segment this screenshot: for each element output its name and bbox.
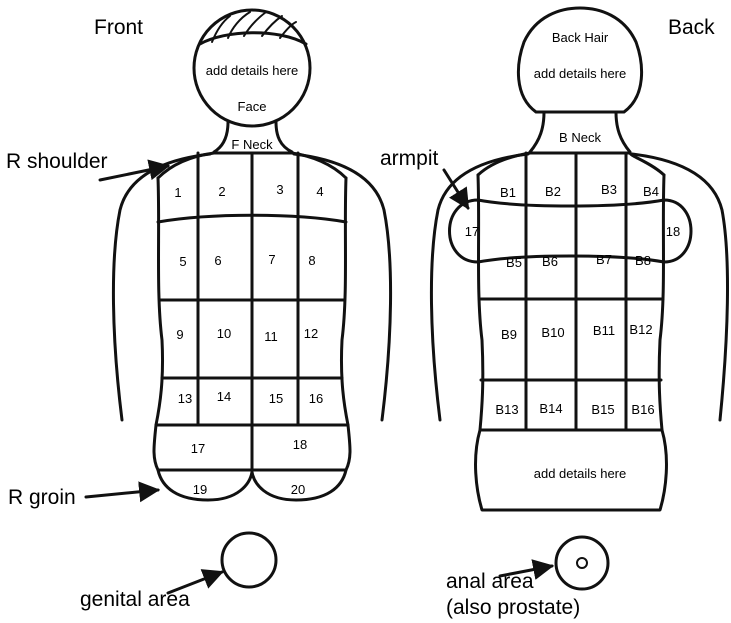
front-neck-label: F Neck [231, 137, 273, 152]
back-figure [431, 8, 727, 510]
front-region-5[interactable]: 5 [179, 254, 186, 269]
back-region-b1[interactable]: B1 [500, 185, 516, 200]
back-region-b11[interactable]: B11 [593, 323, 615, 338]
back-region-b6[interactable]: B6 [542, 254, 558, 269]
front-region-14[interactable]: 14 [217, 389, 231, 404]
front-region-11[interactable]: 11 [264, 329, 278, 344]
genital-area-label: genital area [80, 588, 190, 611]
back-torso-outline [476, 175, 667, 510]
back-region-b14[interactable]: B14 [539, 401, 562, 416]
front-region-4[interactable]: 4 [316, 184, 323, 199]
back-hair-label: Back Hair [552, 30, 609, 45]
front-region-17[interactable]: 17 [191, 441, 205, 456]
front-face-label: Face [238, 99, 267, 114]
back-region-b12[interactable]: B12 [629, 322, 652, 337]
back-title: Back [668, 16, 715, 39]
back-region-b13[interactable]: B13 [495, 402, 518, 417]
back-armpit-band[interactable] [450, 200, 692, 262]
front-region-7[interactable]: 7 [268, 252, 275, 267]
front-region-19[interactable]: 19 [193, 482, 207, 497]
back-neck-label: B Neck [559, 130, 601, 145]
front-figure [113, 10, 390, 500]
anal-area-label: anal area [446, 570, 534, 593]
anal-area-circle[interactable] [556, 537, 608, 589]
front-region-20[interactable]: 20 [291, 482, 305, 497]
front-region-13[interactable]: 13 [178, 391, 192, 406]
back-region-b2[interactable]: B2 [545, 184, 561, 199]
anal-area-inner-circle [577, 558, 587, 568]
back-region-b8[interactable]: B8 [635, 253, 651, 268]
back-region-b16[interactable]: B16 [631, 402, 654, 417]
front-region-12[interactable]: 12 [304, 326, 318, 341]
back-head-outline[interactable] [518, 8, 641, 112]
front-head-text: add details here [206, 63, 299, 78]
genital-area-circle[interactable] [222, 533, 276, 587]
front-region-2[interactable]: 2 [218, 184, 225, 199]
front-region-18[interactable]: 18 [293, 437, 307, 452]
back-region-b9[interactable]: B9 [501, 327, 517, 342]
front-region-6[interactable]: 6 [214, 253, 221, 268]
back-region-b5[interactable]: B5 [506, 255, 522, 270]
back-armpit-right-label: 18 [666, 224, 680, 239]
front-region-9[interactable]: 9 [176, 327, 183, 342]
back-head-text: add details here [534, 66, 627, 81]
front-region-3[interactable]: 3 [276, 182, 283, 197]
r-groin-label: R groin [8, 486, 76, 509]
front-region-10[interactable]: 10 [217, 326, 231, 341]
front-region-1[interactable]: 1 [174, 185, 181, 200]
front-region-8[interactable]: 8 [308, 253, 315, 268]
back-region-b4[interactable]: B4 [643, 184, 659, 199]
r-groin-arrow [86, 490, 158, 497]
r-shoulder-label: R shoulder [6, 150, 108, 173]
front-title: Front [94, 16, 143, 39]
anal-area-sublabel: (also prostate) [446, 596, 580, 619]
back-armpit-left-label: 17 [465, 224, 479, 239]
back-lower-text: add details here [534, 466, 627, 481]
front-region-16[interactable]: 16 [309, 391, 323, 406]
back-region-b10[interactable]: B10 [541, 325, 564, 340]
back-region-b15[interactable]: B15 [591, 402, 614, 417]
armpit-label: armpit [380, 147, 439, 170]
back-region-b7[interactable]: B7 [596, 252, 612, 267]
back-region-b3[interactable]: B3 [601, 182, 617, 197]
front-region-15[interactable]: 15 [269, 391, 283, 406]
